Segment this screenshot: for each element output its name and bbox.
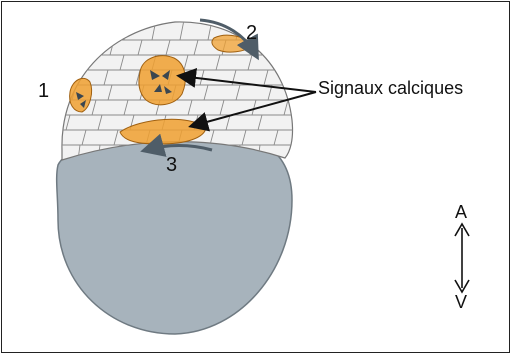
axis-label-a: A: [455, 202, 467, 223]
label-1: 1: [38, 80, 49, 103]
axis-label-v: V: [455, 292, 467, 313]
label-3: 3: [166, 154, 177, 177]
signal-patch-center: [139, 56, 185, 105]
signals-label: Signaux calciques: [318, 78, 463, 99]
label-2: 2: [246, 22, 257, 45]
